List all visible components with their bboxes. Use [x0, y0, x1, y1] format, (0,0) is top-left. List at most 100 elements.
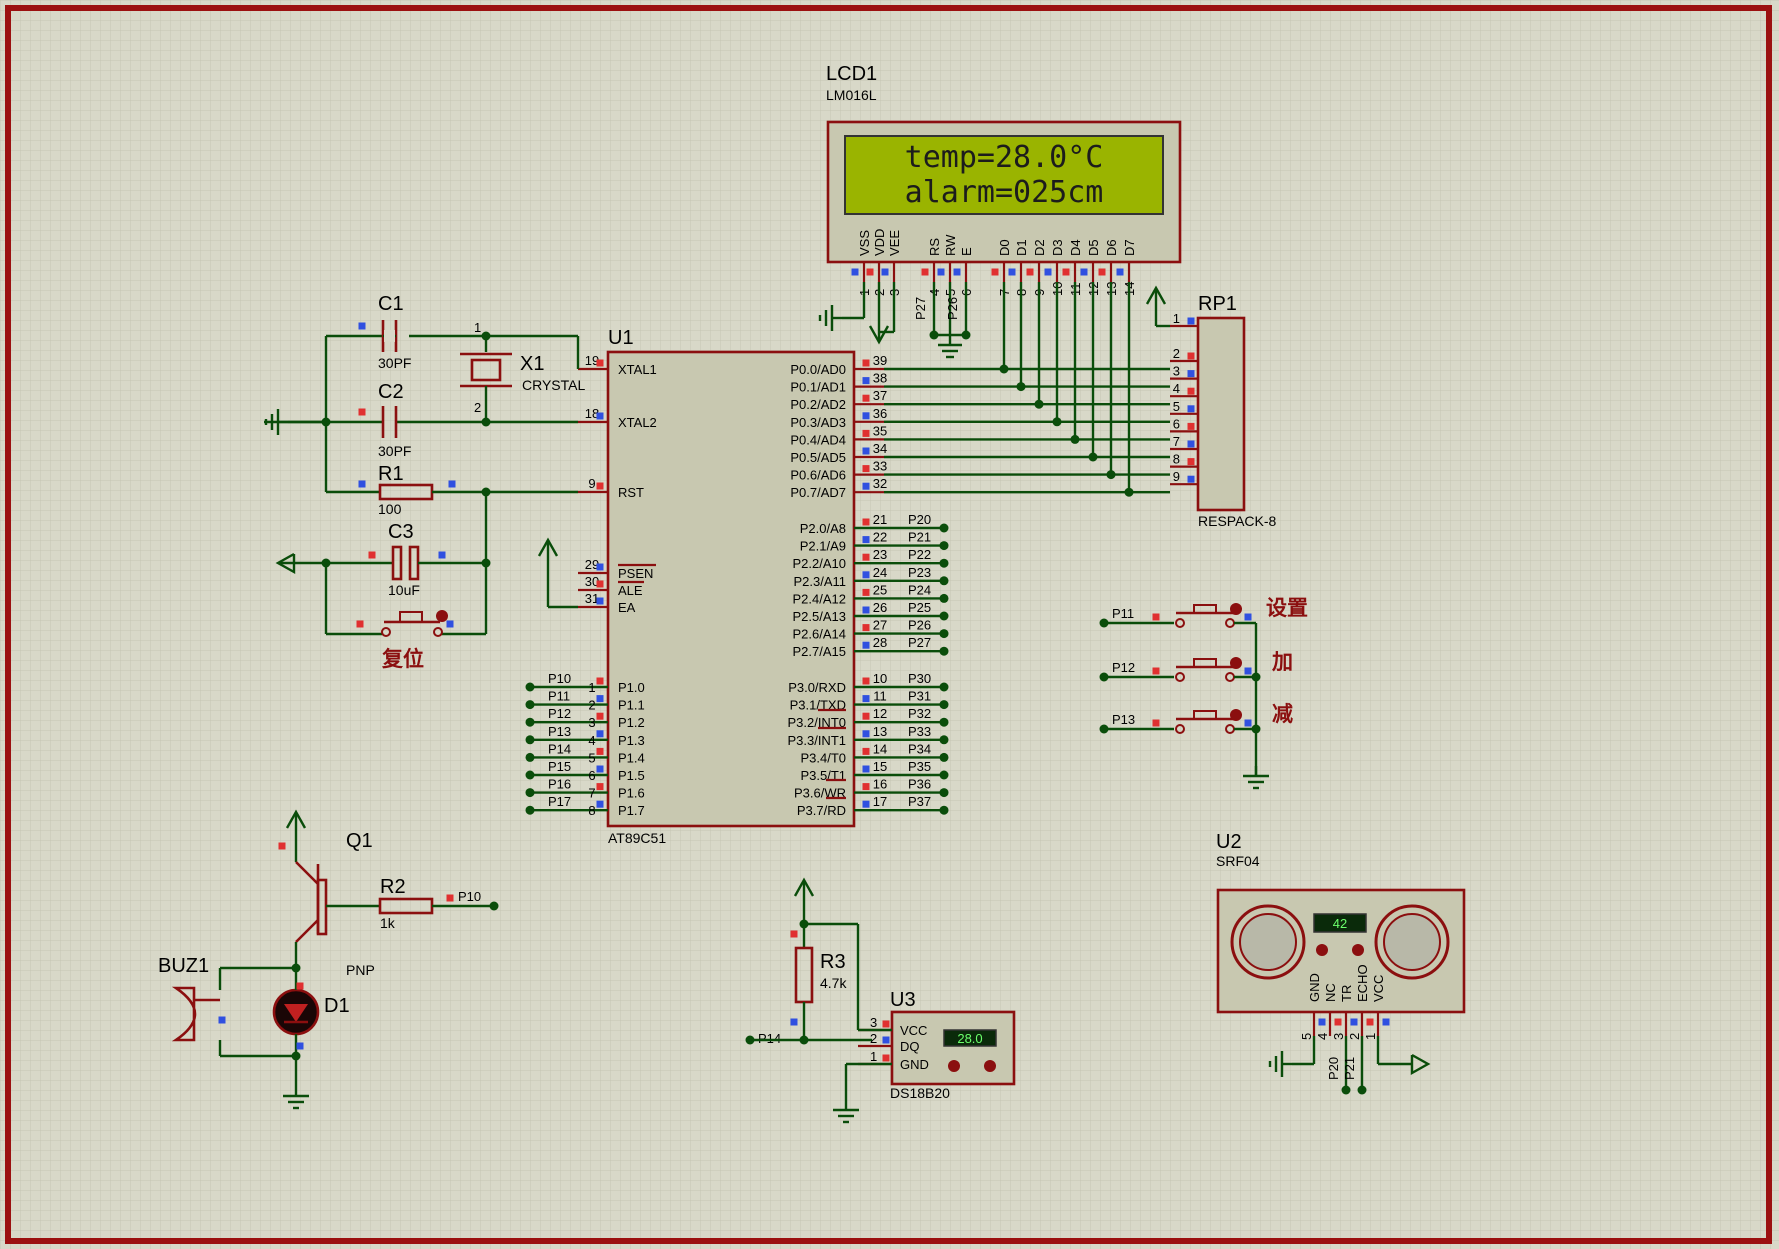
u1-port-net: P32: [908, 706, 931, 721]
u1-port-marker: [862, 695, 870, 703]
lcd1-pin-name: D3: [1050, 239, 1065, 256]
u2-transducer-ring: [1374, 904, 1450, 980]
lcd1-pin-marker: [1008, 268, 1016, 276]
u2-pin-marker: [1366, 1018, 1374, 1026]
u1-pin-name: EA: [618, 600, 636, 615]
u3-button-up: [984, 1060, 996, 1072]
u1-p1-net: P11: [548, 689, 570, 704]
u1-port-number: 23: [873, 547, 887, 562]
u2-pin-name: TR: [1339, 985, 1354, 1002]
rp1-pin-marker: [1187, 458, 1195, 466]
lcd-rs-net: P27: [913, 297, 928, 320]
u3-ref: U3: [890, 989, 916, 1011]
button-net: P12: [1112, 660, 1135, 675]
lcd1-pin-marker: [866, 268, 874, 276]
u1-port-number: 10: [873, 671, 887, 686]
reset-contact: [381, 627, 391, 637]
rp1-pin-number: 6: [1173, 416, 1180, 431]
button-cap: [1193, 710, 1217, 720]
u1-port-marker: [862, 800, 870, 808]
u1-port-marker: [862, 553, 870, 561]
c2-marker: [358, 408, 366, 416]
u1-port-name: P3.6/WR: [794, 786, 846, 801]
lcd1-pin-name: D7: [1122, 239, 1137, 256]
u1-port-marker: [862, 712, 870, 720]
u1-port-dot: [939, 611, 949, 621]
u1-port-net: P27: [908, 635, 931, 650]
u3-pin-marker: [882, 1036, 890, 1044]
lcd1-ref: LCD1: [826, 63, 877, 85]
u1-port-number: 11: [873, 689, 887, 704]
r3-marker: [790, 1018, 798, 1026]
rp1-pin-number: 2: [1173, 346, 1180, 361]
r1-ref: R1: [378, 463, 404, 485]
c1-marker: [358, 322, 366, 330]
lcd1-pin-name: D4: [1068, 239, 1083, 256]
lcd1-part: LM016L: [826, 87, 877, 103]
u1-p0-number: 39: [873, 353, 887, 368]
u1-ref: U1: [608, 327, 634, 349]
c3-ref: C3: [388, 521, 414, 543]
buzzer-body: [171, 986, 197, 1042]
u3-pin-name: DQ: [900, 1039, 920, 1054]
u3-pin-name: GND: [900, 1057, 929, 1072]
u1-port-name: P2.4/A12: [793, 591, 847, 606]
u1-p1-name: P1.6: [618, 786, 645, 801]
u1-port-net: P21: [908, 530, 931, 545]
c3-plate: [391, 545, 403, 581]
oscillator-circuit[interactable]: C1 30PF C2 30PF X1 CRYSTAL 1 2 R1 100 C3…: [264, 293, 585, 671]
buzzer-circuit[interactable]: Q1 PNP R2 1k P10 BUZ1 D1: [158, 809, 499, 1110]
u1-p0-number: 37: [873, 388, 887, 403]
u2-pin-marker: [1350, 1018, 1358, 1026]
u1-pin-number: 31: [585, 591, 599, 606]
rp1-pin-number: 3: [1173, 364, 1180, 379]
lcd1[interactable]: LCD1 LM016L temp=28.0°C alarm=025cm VSS1…: [818, 63, 1182, 359]
lcd1-pin-name: VEE: [887, 230, 902, 256]
c1-ref: C1: [378, 293, 404, 315]
u2-echo-dot: [1357, 1085, 1367, 1095]
u1-pin-marker: [596, 359, 604, 367]
u1-p1-dot: [525, 788, 535, 798]
u1-port-number: 16: [873, 777, 887, 792]
c1-value: 30PF: [378, 355, 411, 371]
u1-port-dot: [939, 805, 949, 815]
u1-pin-name: ALE: [618, 583, 643, 598]
button-contact: [1175, 618, 1185, 628]
lcd1-pin-marker: [1098, 268, 1106, 276]
u1-port-net: P24: [908, 582, 931, 597]
lcd1-pin-marker: [1080, 268, 1088, 276]
u1-p1-name: P1.5: [618, 768, 645, 783]
u1-port-net: P30: [908, 671, 931, 686]
u2-pin-number: 1: [1363, 1033, 1378, 1040]
u1-p1-dot: [525, 682, 535, 692]
rp1-ref: RP1: [1198, 293, 1237, 315]
x1-pin1: 1: [474, 320, 481, 335]
button-net: P13: [1112, 712, 1135, 727]
u1-port-number: 17: [873, 794, 887, 809]
u1-port-dot: [939, 629, 949, 639]
lcd1-pin-marker: [1116, 268, 1124, 276]
u1-port-net: P36: [908, 777, 931, 792]
u2-transducer-right: [1383, 913, 1441, 971]
bus-junction: [1088, 452, 1098, 462]
reset-marker: [446, 620, 454, 628]
u1-pin-number: 30: [585, 574, 599, 589]
u1-pin-number: 19: [585, 353, 599, 368]
u1-p0-name: P0.6/AD6: [790, 468, 846, 483]
u1-port-marker: [862, 730, 870, 738]
reset-knob: [436, 610, 448, 622]
lcd1-pin-name: D0: [997, 239, 1012, 256]
u3-display: [943, 1029, 997, 1047]
button-knob: [1230, 603, 1242, 615]
u1-p1-name: P1.2: [618, 715, 645, 730]
c3-value: 10uF: [388, 582, 420, 598]
bus-junction: [1052, 417, 1062, 427]
u1-mcu[interactable]: U1 AT89C51 19XTAL118XTAL29RST29PSEN30ALE…: [486, 327, 949, 846]
u1-port-net: P35: [908, 759, 931, 774]
r3-ref: R3: [820, 951, 846, 973]
r3-value: 4.7k: [820, 975, 847, 991]
